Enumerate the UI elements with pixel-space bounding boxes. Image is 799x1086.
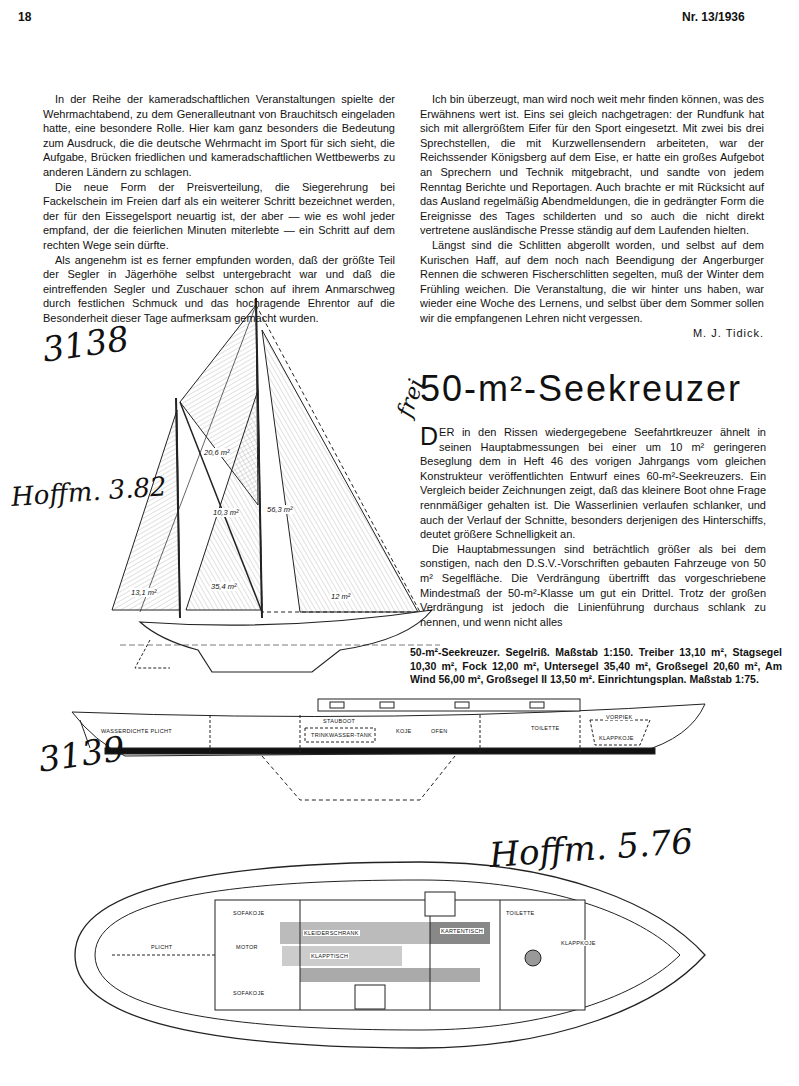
room-label: KLAPPKOJE: [598, 735, 635, 741]
text-column: Ich bin überzeugt, man wird noch weit me…: [420, 92, 764, 340]
body-paragraph: In der Reihe der kameradschaftlichen Ver…: [43, 92, 395, 180]
handwritten-note: Hoffm. 5.76: [488, 821, 694, 875]
sail-area-label: 56,3 m²: [266, 505, 293, 514]
body-paragraph: Die neue Form der Preisverteilung, die S…: [43, 180, 395, 253]
room-label: OFEN: [430, 728, 448, 734]
body-paragraph: Die Hauptabmessungen sind beträchtlich g…: [420, 542, 766, 630]
room-label: TOILETTE: [505, 910, 536, 916]
handwritten-number: 3139: [36, 728, 127, 780]
room-label: WASSERDICHTE PLICHT: [100, 728, 173, 734]
body-paragraph: DER in den Rissen wiedergegebene Seefahr…: [420, 425, 766, 542]
sail-area-label: 20,6 m²: [203, 448, 230, 457]
room-label: KLEIDERSCHRANK: [303, 930, 360, 936]
room-label: MOTOR: [235, 944, 259, 950]
author-signature: M. J. Tidick.: [420, 326, 764, 341]
profile-section: [72, 699, 705, 800]
room-label: TRINKWASSER-TANK: [310, 732, 373, 738]
issue-number: Nr. 13/1936: [682, 10, 745, 24]
room-label: KOJE: [395, 728, 413, 734]
room-label: KLAPPTISCH: [310, 953, 349, 959]
sail-area-label: 10,3 m²: [212, 508, 239, 517]
room-label: KLAPPKOJE: [560, 940, 597, 946]
room-label: KARTENTISCH: [440, 928, 484, 934]
text-column: In der Reihe der kameradschaftlichen Ver…: [43, 92, 395, 326]
body-paragraph: Längst sind die Schlitten abgerollt word…: [420, 238, 764, 326]
sail-area-label: 35,4 m²: [210, 582, 237, 591]
figure-caption: 50-m²-Seekreuzer. Segelriß. Maßstab 1:15…: [410, 646, 782, 687]
handwritten-note: Hoffm. 3.82: [10, 471, 168, 512]
sail-area-label: 13,1 m²: [130, 588, 157, 597]
room-label: VORPIEK: [605, 714, 634, 720]
room-label: PLICHT: [150, 944, 173, 950]
body-paragraph: Als angenehm ist es ferner empfunden wor…: [43, 253, 395, 326]
sail-area-label: 12 m²: [330, 592, 351, 601]
body-paragraph: Ich bin überzeugt, man wird noch weit me…: [420, 92, 764, 238]
article-title: 50-m²-Seekreuzer: [420, 368, 742, 410]
room-label: TOILETTE: [530, 725, 561, 731]
room-label: SOFAKOJE: [232, 990, 265, 996]
handwritten-number: 3138: [40, 318, 131, 370]
text-column: DER in den Rissen wiedergegebene Seefahr…: [420, 425, 766, 629]
room-label: STAUBOOT: [322, 718, 356, 724]
page-number: 18: [18, 10, 31, 24]
room-label: SOFAKOJE: [232, 910, 265, 916]
accommodation-plan: [75, 862, 705, 1048]
